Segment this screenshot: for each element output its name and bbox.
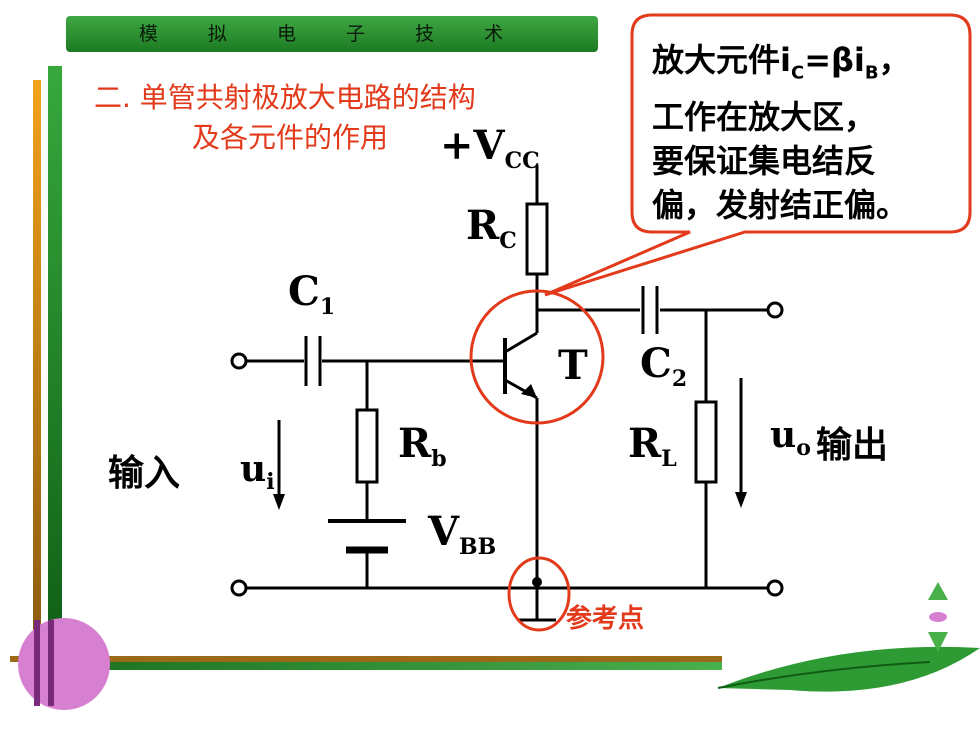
c1-label-sub: 1 <box>319 294 336 320</box>
orange-horizontal-bar <box>10 656 722 662</box>
section-heading-line2: 及各元件的作用 <box>192 121 389 154</box>
uo-label-main: u <box>770 414 797 456</box>
input-terminal <box>230 352 248 370</box>
c2-label-main: C <box>640 340 672 387</box>
callout-sub-b: B <box>864 62 879 84</box>
output-label: 输出 <box>816 425 889 466</box>
c1-label: C1 <box>288 268 335 320</box>
rl-label-sub: L <box>661 446 677 472</box>
c2-label-sub: 2 <box>671 366 688 392</box>
rl-label: RL <box>628 420 677 472</box>
magenta-circle-decoration <box>18 618 110 710</box>
rb-label-main: R <box>398 420 432 467</box>
course-title: 模 拟 电 子 技 术 <box>138 23 526 45</box>
vcc-label-sub: CC <box>504 148 540 174</box>
callout-bubble <box>544 13 972 297</box>
callout-line3: 要保证集电结反 <box>652 142 877 181</box>
vcc-label-main: +V <box>440 122 505 169</box>
green-vertical-bar <box>48 66 62 656</box>
callout-text: 放大元件iC=βiB， 工作在放大区， 要保证集电结反 偏，发射结正偏。 <box>652 38 952 227</box>
callout-line1-mid: =βi <box>804 41 865 79</box>
c1-label-main: C <box>288 268 320 315</box>
callout-line1-suffix: ， <box>878 41 911 79</box>
ui-label-main: u <box>240 448 267 490</box>
vbb-label-sub: BB <box>459 534 497 560</box>
title-bar <box>66 16 598 52</box>
callout-line1-prefix: 放大元件i <box>652 41 791 79</box>
rc-resistor <box>525 202 549 276</box>
decoration-line <box>48 620 54 706</box>
nav-up-icon[interactable] <box>928 582 948 600</box>
green-horizontal-bar <box>40 662 722 670</box>
output-ground-terminal <box>766 579 784 597</box>
rb-label-sub: b <box>431 446 447 472</box>
decoration-line <box>34 620 40 706</box>
rb-label: Rb <box>398 420 447 472</box>
leaf-vein <box>717 661 931 689</box>
ui-arrowhead <box>273 494 285 510</box>
rc-label-main: R <box>466 202 500 249</box>
transistor-highlight-circle <box>469 289 605 425</box>
input-ground-terminal <box>230 579 248 597</box>
nav-down-icon[interactable] <box>928 632 948 652</box>
rc-label: RC <box>466 202 517 254</box>
uo-label-sub: o <box>796 435 811 462</box>
output-terminal <box>766 301 784 319</box>
rl-label-main: R <box>628 420 662 467</box>
input-label: 输入 <box>108 453 181 494</box>
section-heading: 二. 单管共射极放大电路的结构 <box>94 81 476 114</box>
vbb-label: VBB <box>428 508 496 560</box>
rc-label-sub: C <box>499 228 517 254</box>
ui-label-sub: i <box>266 469 275 496</box>
junction-dot <box>532 577 542 587</box>
rl-resistor <box>694 400 718 484</box>
ui-label: ui <box>240 448 275 495</box>
callout-line4: 偏，发射结正偏。 <box>652 186 909 225</box>
vbb-label-main: V <box>428 508 460 555</box>
rb-resistor <box>355 408 379 484</box>
c2-label: C2 <box>640 340 687 392</box>
emitter-arrowhead <box>521 384 537 398</box>
callout-line2: 工作在放大区， <box>652 98 877 137</box>
callout-sub-c: C <box>790 62 805 84</box>
reference-highlight-circle <box>507 556 571 632</box>
uo-arrowhead <box>735 492 747 508</box>
uo-label: uo <box>770 414 811 461</box>
callout-line1: 放大元件iC=βiB， <box>652 38 952 95</box>
transistor-label: T <box>558 342 588 389</box>
orange-vertical-bar <box>33 80 41 650</box>
vcc-label: +VCC <box>440 122 540 174</box>
transistor-collector <box>504 331 538 354</box>
nav-home-icon[interactable] <box>929 612 947 622</box>
reference-point-label: 参考点 <box>566 604 645 634</box>
